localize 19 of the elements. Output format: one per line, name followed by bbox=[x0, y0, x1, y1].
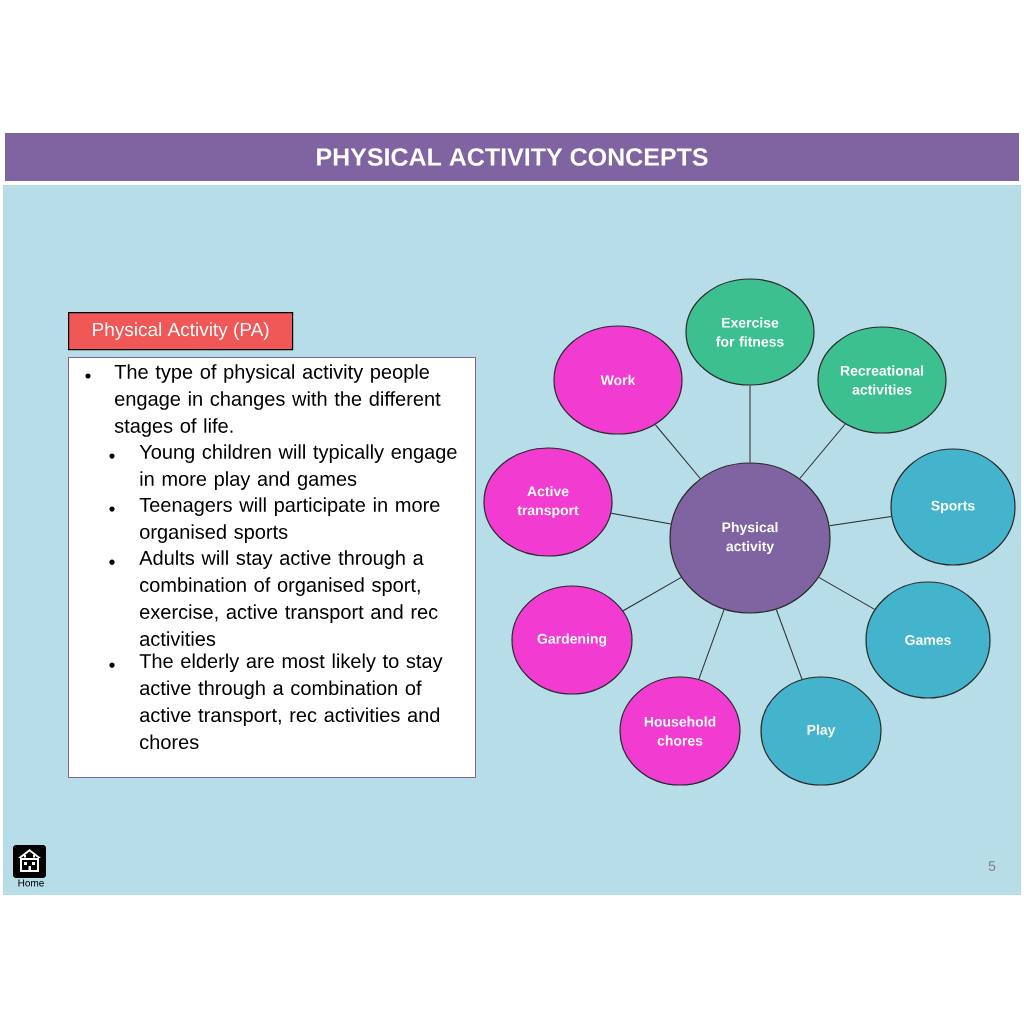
bullet-text: Young children will typically engage in more play and games bbox=[139, 444, 457, 490]
connector-line bbox=[654, 424, 701, 479]
title-band: PHYSICAL ACTIVITY CONCEPTS bbox=[5, 133, 1019, 181]
connector-line bbox=[818, 576, 876, 610]
connector-line bbox=[622, 576, 682, 612]
bullet-text: Teenagers will participate in more organised sports bbox=[139, 497, 440, 543]
heading-box: Physical Activity (PA) bbox=[68, 312, 294, 351]
connector-line bbox=[610, 512, 672, 525]
connector-line bbox=[829, 515, 892, 527]
connector-line bbox=[775, 608, 803, 680]
text-box bbox=[68, 357, 476, 778]
connector-line bbox=[698, 609, 725, 680]
bullet-text: The elderly are most likely to stay active through a combination of active transport, rec activities and chores bbox=[139, 653, 443, 750]
bullet-text: Adults will stay active through a combination of organised sport, exercise, active transport and rec activities bbox=[139, 550, 438, 646]
page-number: 5 bbox=[988, 861, 996, 871]
connector-line bbox=[749, 385, 751, 463]
connector-line bbox=[799, 423, 846, 479]
icon-caption: Home bbox=[18, 879, 44, 887]
bullet-text: The type of physical activity people engage in changes with the different stages of life. bbox=[114, 364, 441, 437]
